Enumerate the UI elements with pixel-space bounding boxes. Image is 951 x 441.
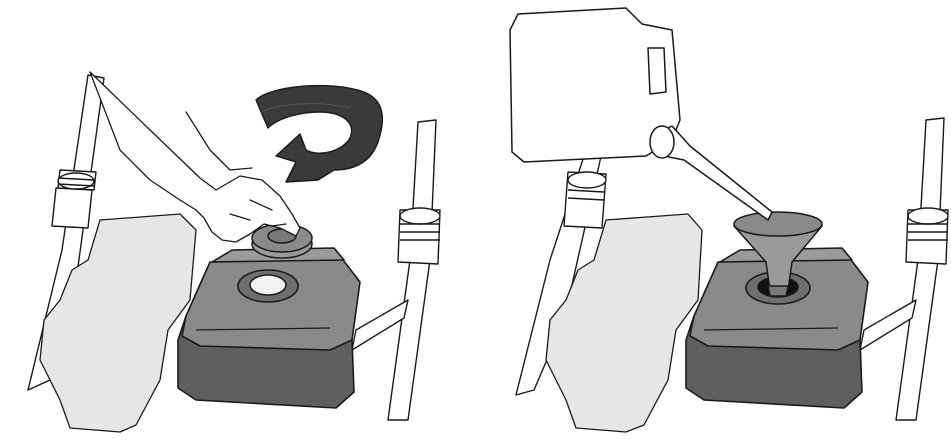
- pour-fuel-illustration: [476, 0, 951, 441]
- fuel-tank-icon: [178, 248, 360, 408]
- rotate-counterclockwise-arrow-icon: [256, 86, 382, 182]
- fuel-canister-icon: [510, 8, 772, 220]
- panel-pour-fuel: [476, 0, 951, 441]
- panel-remove-cap: [0, 0, 476, 441]
- remove-cap-illustration: [0, 0, 476, 441]
